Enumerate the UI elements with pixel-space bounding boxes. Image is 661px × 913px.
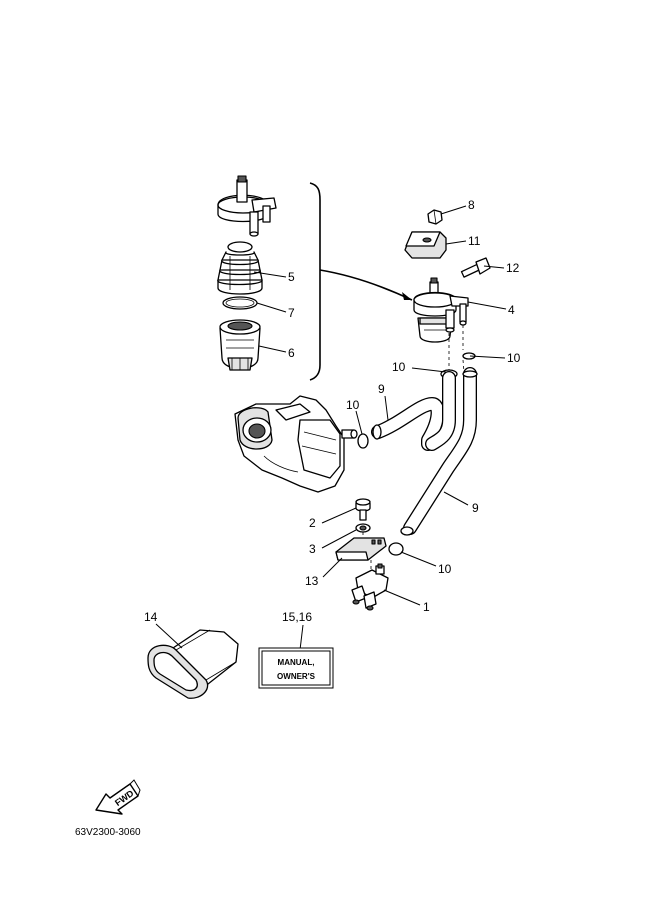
washer [355,523,371,533]
hose-clip [388,542,404,556]
callout-3: 3 [309,542,316,556]
callout-1: 1 [423,600,430,614]
hose-clip [357,433,369,449]
callout-12: 12 [506,261,520,275]
assembly-arrow [319,269,413,301]
exploded-view-bracket [309,182,321,381]
filter-element [217,241,263,295]
filter-bracket [404,231,447,259]
diagram-code: 63V2300-3060 [75,827,141,838]
callout-11: 11 [468,234,481,248]
fuel-filter-assembly [404,209,491,379]
exploded-fuel-filter-group [217,175,413,381]
bolt [460,257,491,278]
filter-cap-exploded [217,175,277,237]
callout-15-16: 15,16 [282,610,312,624]
callout-8: 8 [468,198,475,212]
callout-9-a: 9 [378,382,385,396]
callout-7: 7 [288,306,295,320]
screw [355,498,371,521]
callout-10-b: 10 [392,360,406,374]
callout-10-a: 10 [507,351,521,365]
manual-box-line2: OWNER'S [277,672,316,681]
owners-manual-box: MANUAL, OWNER'S [258,647,334,689]
carburetor [234,395,358,493]
manual-box-line1: MANUAL, [278,658,315,667]
nut [427,209,443,225]
callout-14: 14 [144,610,158,624]
fuel-joint-connector [351,563,389,611]
fwd-arrow-icon: FWD [95,779,141,815]
connector-bracket [335,537,387,561]
leader-lines [155,205,507,651]
callout-9-b: 9 [472,501,479,515]
callout-4: 4 [508,303,515,317]
fuel-hose-upper [371,371,456,451]
callout-6: 6 [288,346,295,360]
callout-10-c: 10 [346,398,360,412]
callout-5: 5 [288,270,295,284]
filter-cup [219,319,261,371]
callout-13: 13 [305,574,319,588]
fuel-filter [413,277,469,343]
callout-10-d: 10 [438,562,452,576]
callout-labels: 5 7 6 8 11 12 4 10 10 9 10 9 2 3 10 13 1… [144,198,521,624]
fuel-line-cover [147,629,239,699]
fuel-hose-lower [400,367,478,536]
callout-2: 2 [309,516,316,530]
